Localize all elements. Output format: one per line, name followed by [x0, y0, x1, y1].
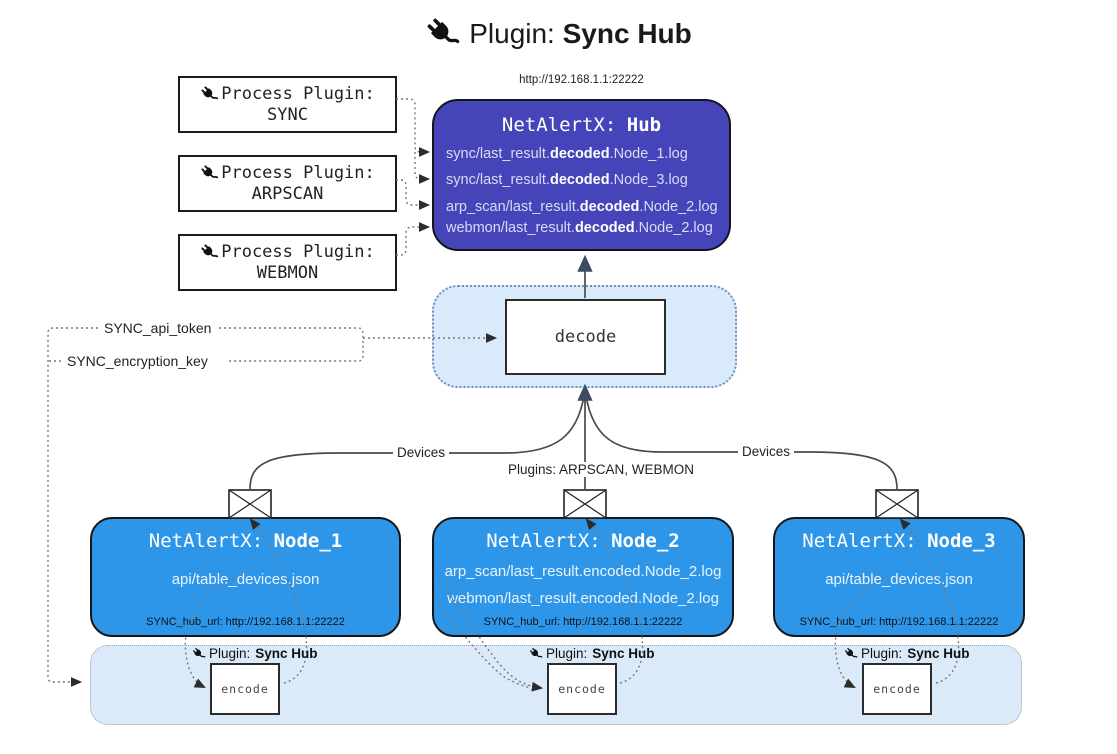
hub-log-line: sync/last_result.decoded.Node_1.log: [446, 146, 688, 162]
encode-plugin-label: Plugin:Sync Hub: [529, 646, 655, 661]
page-title: Plugin: Sync Hub: [0, 16, 1117, 52]
encode-box: encode: [862, 663, 932, 715]
setting-sync-api-token: SYNC_api_token: [101, 320, 215, 336]
encode-box: encode: [210, 663, 280, 715]
process-plugin-name: ARPSCAN: [251, 184, 324, 204]
node-file: api/table_devices.json: [171, 571, 320, 588]
node-file: api/table_devices.json: [825, 571, 973, 588]
hub-log-line: webmon/last_result.decoded.Node_2.log: [446, 220, 713, 236]
node-file: webmon/last_result.encoded.Node_2.log: [447, 590, 719, 607]
process-plugin-label: Process Plugin:: [221, 163, 375, 183]
edge-label-devices-right: Devices: [738, 444, 795, 459]
edge-label-plugins: Plugins: ARPSCAN, WEBMON: [504, 462, 699, 477]
setting-sync-encryption-key: SYNC_encryption_key: [64, 353, 211, 369]
plug-icon: [529, 647, 543, 661]
node-title: NetAlertX:Node_3: [802, 530, 996, 552]
plug-icon: [200, 164, 219, 183]
page-title-name: Sync Hub: [562, 18, 692, 49]
node-box-node-2: NetAlertX:Node_2 arp_scan/last_result.en…: [432, 517, 734, 637]
encode-plugin-label: Plugin:Sync Hub: [844, 646, 970, 661]
node-file: arp_scan/last_result.encoded.Node_2.log: [444, 563, 722, 580]
plug-icon: [844, 647, 858, 661]
process-plugin-box-arpscan: Process Plugin: ARPSCAN: [178, 155, 397, 212]
edge-label-devices-left: Devices: [393, 445, 450, 460]
hub-url: http://192.168.1.1:22222: [519, 74, 644, 86]
process-plugin-label: Process Plugin:: [221, 242, 375, 262]
hub-log-line: sync/last_result.decoded.Node_3.log: [446, 172, 688, 188]
envelope-icon: [875, 489, 919, 519]
hub-title: NetAlertX:Hub: [501, 114, 662, 136]
encode-box: encode: [547, 663, 617, 715]
node-box-node-1: NetAlertX:Node_1 api/table_devices.json …: [90, 517, 401, 637]
process-plugin-box-webmon: Process Plugin: WEBMON: [178, 234, 397, 291]
plug-icon: [425, 16, 461, 52]
node-hub-url: SYNC_hub_url: http://192.168.1.1:22222: [146, 616, 345, 628]
node-title: NetAlertX:Node_1: [148, 530, 343, 552]
encode-plugin-label: Plugin:Sync Hub: [192, 646, 318, 661]
node-hub-url: SYNC_hub_url: http://192.168.1.1:22222: [483, 616, 683, 628]
node-title: NetAlertX:Node_2: [486, 530, 680, 552]
process-plugin-label: Process Plugin:: [221, 84, 375, 104]
process-plugin-name: WEBMON: [256, 263, 319, 283]
envelope-icon: [563, 489, 607, 519]
envelope-icon: [228, 489, 272, 519]
plug-icon: [192, 647, 206, 661]
hub-log-line: arp_scan/last_result.decoded.Node_2.log: [446, 199, 718, 215]
node-hub-url: SYNC_hub_url: http://192.168.1.1:22222: [799, 616, 999, 628]
page-title-prefix: Plugin:: [469, 18, 555, 49]
hub-box: NetAlertX:Hub sync/last_result.decoded.N…: [432, 99, 731, 251]
plug-icon: [200, 85, 219, 104]
process-plugin-box-sync: Process Plugin: SYNC: [178, 76, 397, 133]
plug-icon: [200, 243, 219, 262]
process-plugin-name: SYNC: [267, 105, 308, 125]
decode-box: decode: [505, 299, 666, 375]
node-box-node-3: NetAlertX:Node_3 api/table_devices.json …: [773, 517, 1025, 637]
